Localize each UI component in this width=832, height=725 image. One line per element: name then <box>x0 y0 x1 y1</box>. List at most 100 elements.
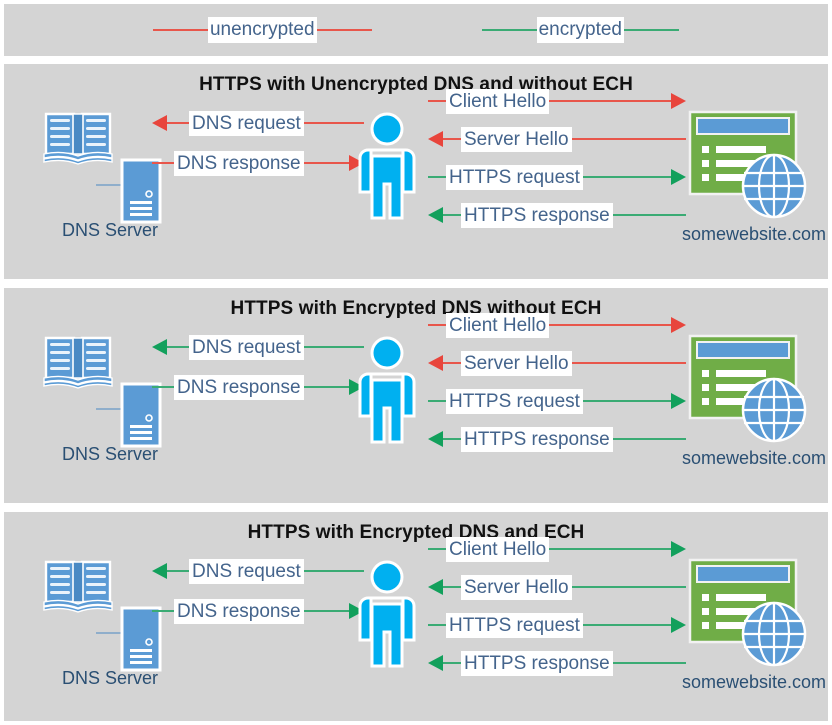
flow-dns-request-3: DNS request <box>152 558 364 584</box>
flow-label-dns-request: DNS request <box>189 110 304 136</box>
scenario-panel-1: HTTPS with Unencrypted DNS and without E… <box>4 64 828 279</box>
flow-line-tail <box>303 610 349 612</box>
flow-dns-request-1: DNS request <box>152 110 364 136</box>
flow-label-https-response: HTTPS response <box>461 426 613 452</box>
flow-line-tail <box>582 176 671 178</box>
flow-line <box>152 610 174 612</box>
website-group-3: somewebsite.com <box>680 558 826 708</box>
flow-label-client-hello: Client Hello <box>446 312 550 338</box>
flow-line-tail <box>612 438 686 440</box>
flow-line-tail <box>571 586 686 588</box>
open-book-icon <box>42 556 114 619</box>
flow-client-hello-3: Client Hello <box>428 536 686 562</box>
flow-label-https-response: HTTPS response <box>461 650 613 676</box>
scenario-panel-3: HTTPS with Encrypted DNS and ECH <box>4 512 828 721</box>
flow-line-tail <box>549 548 671 550</box>
rack-connector-line <box>96 632 124 634</box>
flow-line <box>443 214 461 216</box>
flow-line-tail <box>303 570 364 572</box>
flow-line <box>428 324 446 326</box>
server-rack-icon <box>120 382 162 453</box>
website-label-3: somewebsite.com <box>681 672 827 692</box>
flow-client-hello-2: Client Hello <box>428 312 686 338</box>
flow-label-dns-response: DNS response <box>174 598 304 624</box>
open-book-icon <box>42 332 114 395</box>
legend-panel: unencrypted encrypted <box>4 4 828 56</box>
rack-connector-line <box>96 184 124 186</box>
flow-https-response-3: HTTPS response <box>428 650 686 676</box>
dns-server-group-3: DNS Server <box>30 556 190 716</box>
flow-line-tail <box>582 624 671 626</box>
arrowhead-left-icon <box>428 655 443 671</box>
flow-label-server-hello: Server Hello <box>461 574 572 600</box>
arrowhead-right-icon <box>671 541 686 557</box>
flow-dns-response-3: DNS response <box>152 598 364 624</box>
flow-line <box>167 346 189 348</box>
flow-line <box>152 386 174 388</box>
dns-server-group-2: DNS Server <box>30 332 190 492</box>
flow-label-https-response: HTTPS response <box>461 202 613 228</box>
dns-server-label-3: DNS Server <box>61 668 159 688</box>
panel-3-title: HTTPS with Encrypted DNS and ECH <box>247 522 585 543</box>
globe-icon <box>740 600 808 673</box>
flow-label-client-hello: Client Hello <box>446 536 550 562</box>
arrowhead-right-icon <box>671 617 686 633</box>
arrowhead-left-icon <box>152 115 167 131</box>
legend-item-encrypted: encrypted <box>481 17 680 43</box>
flow-line-tail <box>571 138 686 140</box>
server-rack-icon <box>120 158 162 229</box>
flow-label-server-hello: Server Hello <box>461 350 572 376</box>
flow-label-client-hello: Client Hello <box>446 88 550 114</box>
flow-line <box>428 400 446 402</box>
flow-line-tail <box>303 122 364 124</box>
flow-line <box>443 662 461 664</box>
flow-line-tail <box>571 362 686 364</box>
flow-line <box>443 138 461 140</box>
globe-icon <box>740 152 808 225</box>
flow-line <box>443 362 461 364</box>
arrowhead-left-icon <box>152 563 167 579</box>
dns-server-label-1: DNS Server <box>61 220 159 240</box>
flow-dns-response-2: DNS response <box>152 374 364 400</box>
flow-server-hello-3: Server Hello <box>428 574 686 600</box>
flow-line <box>428 624 446 626</box>
flow-https-response-1: HTTPS response <box>428 202 686 228</box>
flow-label-dns-response: DNS response <box>174 374 304 400</box>
website-label-1: somewebsite.com <box>681 224 827 244</box>
arrowhead-left-icon <box>428 431 443 447</box>
legend-line-unencrypted <box>152 29 208 31</box>
flow-label-https-request: HTTPS request <box>446 612 583 638</box>
legend-item-unencrypted: unencrypted <box>152 17 372 43</box>
flow-label-https-request: HTTPS request <box>446 388 583 414</box>
website-label-2: somewebsite.com <box>681 448 827 468</box>
arrowhead-left-icon <box>152 339 167 355</box>
flow-server-hello-1: Server Hello <box>428 126 686 152</box>
flow-line <box>428 100 446 102</box>
dns-server-label-2: DNS Server <box>61 444 159 464</box>
flow-line <box>428 548 446 550</box>
flow-label-dns-response: DNS response <box>174 150 304 176</box>
open-book-icon <box>42 108 114 171</box>
website-group-1: somewebsite.com <box>680 110 826 260</box>
flow-https-request-3: HTTPS request <box>428 612 686 638</box>
flow-server-hello-2: Server Hello <box>428 350 686 376</box>
legend-line-encrypted-right <box>624 29 680 31</box>
rack-connector-line <box>96 408 124 410</box>
flow-line <box>428 176 446 178</box>
flow-label-https-request: HTTPS request <box>446 164 583 190</box>
panel-1-title: HTTPS with Unencrypted DNS and without E… <box>199 74 633 95</box>
dns-server-group-1: DNS Server <box>30 108 190 268</box>
flow-https-request-2: HTTPS request <box>428 388 686 414</box>
flow-line <box>443 586 461 588</box>
arrowhead-right-icon <box>671 169 686 185</box>
arrowhead-left-icon <box>428 579 443 595</box>
legend-label-unencrypted: unencrypted <box>207 17 317 43</box>
flow-client-hello-1: Client Hello <box>428 88 686 114</box>
flow-line-tail <box>303 346 364 348</box>
flow-line <box>167 570 189 572</box>
panel-2-title: HTTPS with Encrypted DNS without ECH <box>230 298 602 319</box>
flow-line <box>167 122 189 124</box>
flow-https-request-1: HTTPS request <box>428 164 686 190</box>
flow-line-tail <box>303 162 349 164</box>
